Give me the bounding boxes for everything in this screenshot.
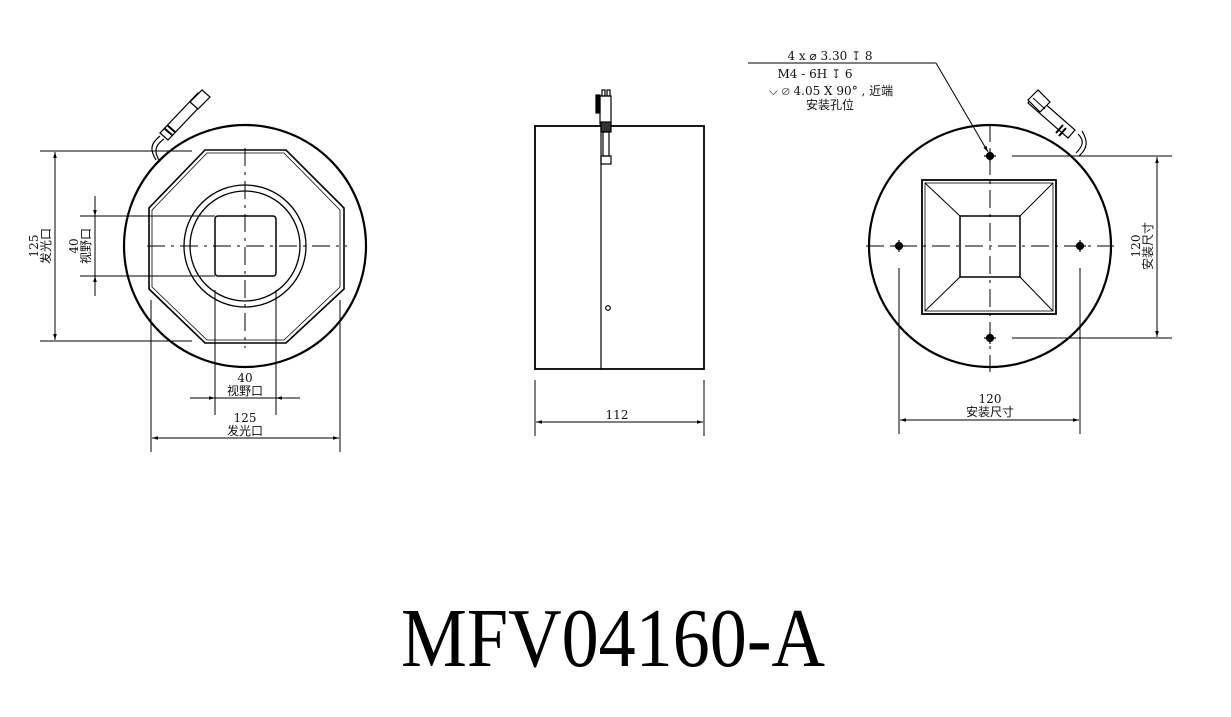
hole-callout-line1: 4 x ⌀ 3.30 ↧ 8 [787,49,872,63]
model-title: MFV04160-A [401,592,825,685]
front-view [40,89,368,452]
hole-callout-line3: ⌵ ⌀ 4.05 X 90° , 近端 [769,84,893,98]
dim-view-horizontal-label: 视野口 [227,383,263,398]
dim-emit-vertical-value: 125 [27,235,41,258]
dim-emit-vertical-label: 发光口 [38,228,53,264]
side-view [534,89,705,436]
back-outer-square [921,179,1057,315]
side-connector-icon [595,89,612,165]
side-body [534,125,705,370]
dim-emit-horizontal-value: 125 [234,411,257,425]
dim-mount-vertical-value: 120 [1129,235,1143,258]
side-screw-hole [605,305,611,311]
dim-mount-horizontal-label: 安装尺寸 [966,404,1014,419]
hole-callout-line2: M4 - 6H ↧ 6 [777,67,852,81]
dim-mount-horizontal-value: 120 [979,392,1002,406]
octagon-inner [151,152,341,341]
dim-view-horizontal-value: 40 [237,371,252,385]
back-cable-connector-icon [1027,89,1087,157]
dim-emit-horizontal-label: 发光口 [227,423,263,438]
dim-view-vertical-value: 40 [67,238,81,253]
mounting-holes [893,150,1086,344]
dim-length-value: 112 [606,408,629,422]
dim-view-vertical-label: 视野口 [78,228,93,264]
back-view [748,62,1172,434]
cable-connector-icon [151,89,211,163]
hole-callout-line4: 安装孔位 [806,97,854,112]
back-center-lines [866,124,1114,372]
octagon-outline [148,149,345,344]
outer-housing-circle [122,123,368,369]
dim-mount-vertical-label: 安装尺寸 [1140,222,1155,270]
center-lines [147,148,347,348]
